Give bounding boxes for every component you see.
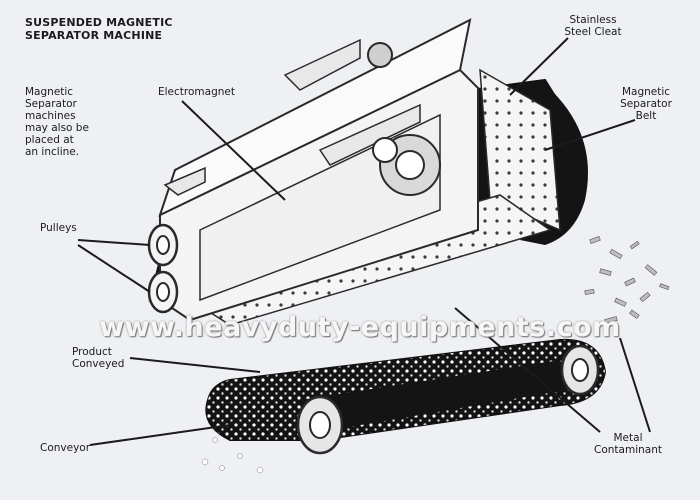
label-electromagnet: Electromagnet — [158, 86, 235, 98]
electromagnet-housing — [158, 18, 479, 322]
metal-contaminant-particles — [584, 236, 670, 324]
label-metal-contaminant: Metal Contaminant — [594, 432, 662, 456]
conveyor — [201, 338, 607, 474]
label-conveyor: Conveyor — [40, 442, 91, 454]
label-magnetic-separator-belt: Magnetic Separator Belt — [620, 86, 672, 122]
leader-lines — [77, 37, 651, 446]
pulleys — [147, 223, 179, 314]
label-stainless-steel-cleat: Stainless Steel Cleat — [564, 14, 622, 38]
label-pulleys: Pulleys — [40, 222, 77, 234]
label-product-conveyed: Product Conveyed — [72, 346, 125, 370]
incline-note: Magnetic Separator machines may also be … — [25, 86, 89, 158]
watermark: www.heavyduty-equipments.com — [99, 312, 621, 343]
diagram-title: SUSPENDED MAGNETIC SEPARATOR MACHINE — [25, 16, 173, 42]
